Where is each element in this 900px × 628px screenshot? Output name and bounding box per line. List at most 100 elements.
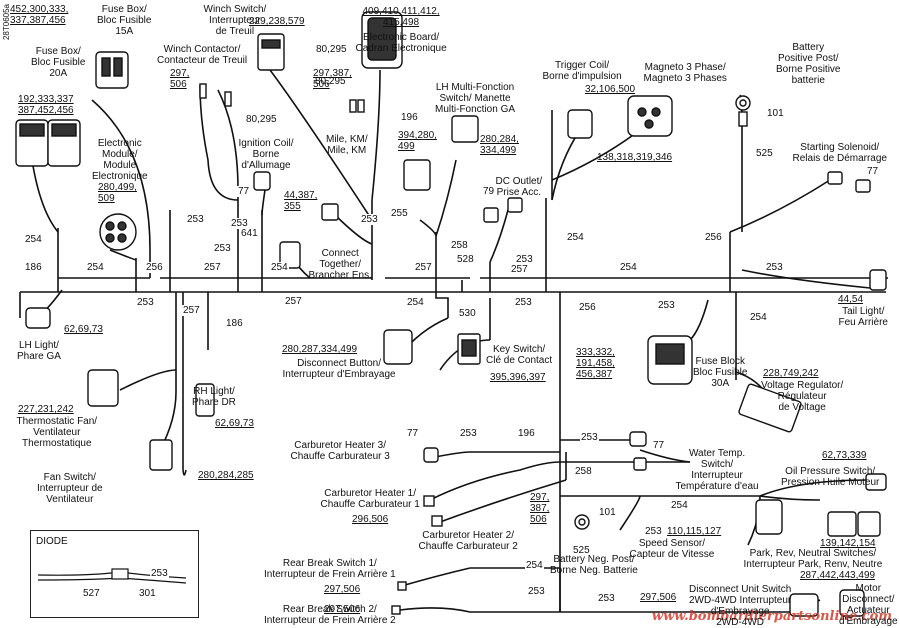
part-number-callout: 228,749,242 [763, 368, 819, 379]
harness-ref-label: 253 [657, 300, 676, 311]
harness-ref-label: 253 [360, 214, 379, 225]
harness-ref-label: 186 [225, 318, 244, 329]
harness-ref-label: 254 [406, 297, 425, 308]
component-label: RH Light/Phare DR [192, 386, 236, 408]
component-label: Trigger Coil/Borne d'impulsion [542, 60, 622, 82]
harness-ref-label: 253 [136, 297, 155, 308]
harness-ref-label: 186 [24, 262, 43, 273]
harness-ref-label: 253 [644, 526, 663, 537]
component-label: DC Outlet/Prise Acc. [495, 176, 543, 198]
harness-ref-label: 254 [24, 234, 43, 245]
harness-ref-label: 254 [270, 262, 289, 273]
harness-ref-label: 196 [400, 112, 419, 123]
part-number-callout: 297,387,506 [530, 492, 550, 525]
harness-ref-label: 527 [82, 588, 101, 599]
harness-ref-label: 253 [230, 218, 249, 229]
harness-ref-label: 254 [749, 312, 768, 323]
part-number-callout: 297,506 [324, 604, 361, 615]
component-label: Mile, KM/Mile, KM [326, 134, 368, 156]
component-label: Electronic Board/Cadran Electronique [355, 32, 447, 54]
harness-ref-label: 257 [284, 296, 303, 307]
component-label: Rear Break Switch 2/Interrupteur de Frei… [264, 604, 396, 626]
harness-ref-label: 258 [450, 240, 469, 251]
harness-ref-label: 258 [574, 466, 593, 477]
watermark: www.bombardierpartsonline.com [651, 609, 892, 624]
harness-ref-label: 257 [414, 262, 433, 273]
harness-ref-label: 77 [652, 440, 666, 451]
part-number-callout: 280,284,285 [198, 470, 254, 481]
harness-ref-label: 80,295 [245, 114, 278, 125]
harness-ref-label: 254 [619, 262, 638, 273]
harness-ref-label: 77 [866, 166, 880, 177]
component-label: Tail Light/Feu Arrière [838, 306, 888, 328]
harness-ref-label: 641 [240, 228, 259, 239]
part-number-callout: 452,300,333,337,387,456 [10, 4, 69, 26]
part-number-callout: 287,442,443,499 [800, 570, 876, 581]
harness-ref-label: 196 [517, 428, 536, 439]
harness-ref-label: 254 [86, 262, 105, 273]
part-number-callout: 62,69,73 [215, 418, 254, 429]
component-label: Speed Sensor/Capteur de Vitesse [629, 538, 715, 560]
component-label: Oil Pressure Switch/Pression Huile Moteu… [781, 466, 880, 488]
harness-ref-label: 528 [456, 254, 475, 265]
harness-ref-label: 77 [406, 428, 420, 439]
harness-ref-label: 77 [237, 186, 251, 197]
component-label: Winch Contactor/Contacteur de Treuil [157, 44, 248, 66]
part-number-callout: 297,506 [170, 68, 190, 90]
component-label: Starting Solenoid/Relais de Démarrage [792, 142, 888, 164]
part-number-callout: 44,54 [838, 294, 864, 305]
harness-ref-label: 257 [182, 305, 201, 316]
harness-ref-label: 101 [598, 507, 617, 518]
component-label: Disconnect Button/Interrupteur d'Embraya… [282, 358, 396, 380]
part-number-callout: 297,506 [324, 584, 361, 595]
harness-ref-label: 254 [525, 560, 544, 571]
harness-ref-label: 256 [578, 302, 597, 313]
part-number-callout: 138,318,319,346 [597, 152, 673, 163]
part-number-callout: 333,332,191,458,456,387 [576, 347, 615, 380]
harness-ref-label: 525 [572, 545, 591, 556]
part-number-callout: 44,387,355 [284, 190, 318, 212]
part-number-callout: 62,69,73 [64, 324, 103, 335]
harness-ref-label: 253 [765, 262, 784, 273]
part-number-callout: 409,410,411,412,415,498 [362, 6, 440, 28]
component-label: Battery Neg. Post/Borne Neg. Batterie [550, 554, 638, 576]
harness-ref-label: 530 [458, 308, 477, 319]
part-number-callout: 229,238,579 [249, 16, 305, 27]
part-number-callout: 227,231,242 [18, 404, 74, 415]
harness-ref-label: 257 [510, 264, 529, 275]
component-label: LH Light/Phare GA [17, 340, 61, 362]
component-label: 80,295 [315, 76, 346, 87]
component-label: Rear Break Switch 1/Interrupteur de Frei… [264, 558, 396, 580]
component-label: Magneto 3 Phase/Magneto 3 Phases [643, 62, 727, 84]
part-number-callout: 280,287,334,499 [282, 344, 358, 355]
part-number-callout: 139,142,154 [820, 538, 876, 549]
component-label: Carburetor Heater 1/Chauffe Carburateur … [320, 488, 420, 510]
part-number-callout: 297,506 [640, 592, 677, 603]
harness-ref-label: 253 [213, 243, 232, 254]
component-label: Carburetor Heater 2/Chauffe Carburateur … [418, 530, 518, 552]
part-number-callout: 110,115,127 [667, 526, 722, 537]
part-number-callout: 280,284,334,499 [480, 134, 519, 156]
part-number-callout: 32,106,500 [585, 84, 636, 95]
diode-inset [30, 530, 199, 618]
harness-ref-label: 301 [138, 588, 157, 599]
harness-ref-label: 253 [150, 568, 169, 579]
harness-ref-label: 254 [566, 232, 585, 243]
